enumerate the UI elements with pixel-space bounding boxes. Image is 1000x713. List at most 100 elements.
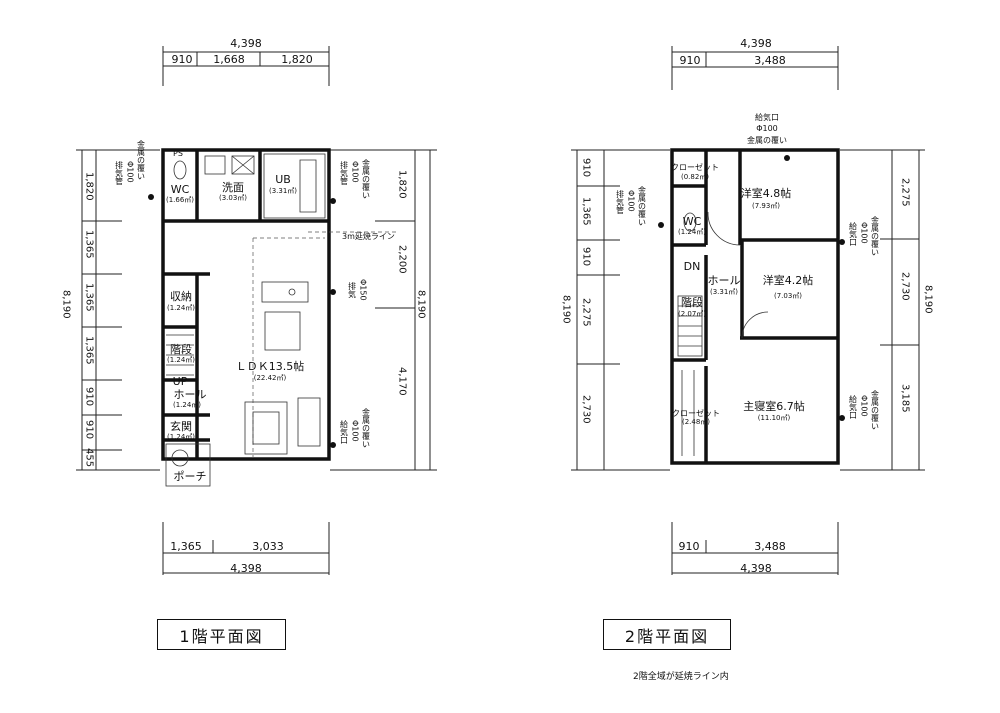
floor1-left-seg: 1,365 xyxy=(84,283,95,312)
floor2-top-seg: 3,488 xyxy=(754,54,786,67)
floor2-right-seg: 3,185 xyxy=(900,384,911,413)
floor2-left-total: 8,190 xyxy=(561,295,572,324)
floor2-left-seg: 1,365 xyxy=(581,197,592,226)
floor1-walls xyxy=(161,148,396,487)
floor2-note-right-mid: 金属の覆い xyxy=(871,215,880,256)
floor2-plan: 4,398 910 3,488 910 3,488 4,398 8,190 xyxy=(561,37,934,575)
floor2-room-name: 階段 xyxy=(681,295,703,309)
floor2-note-top: 金属の覆い xyxy=(747,135,787,145)
floor2-bottom-total: 4,398 xyxy=(740,562,772,575)
floor2-note-right-bottom: Φ100 xyxy=(860,395,869,417)
floor1-right-seg: 4,170 xyxy=(397,367,408,396)
floor2-caption: 2階平面図 xyxy=(603,619,731,650)
footnote: 2階全域が延焼ライン内 xyxy=(633,672,729,682)
floor2-room-name: WC xyxy=(683,215,702,228)
floor2-note-right-bottom: 給気口 xyxy=(849,394,858,419)
floor2-top-seg: 910 xyxy=(680,54,701,67)
floor1-note-right-top: 排気管 xyxy=(340,160,349,186)
floor2-left-seg: 910 xyxy=(581,247,592,266)
floor2-top-total: 4,398 xyxy=(740,37,772,50)
floor1-dims-left: 8,190 1,820 1,365 1,365 1,365 910 910 45… xyxy=(61,149,160,471)
floor1-right-seg: 2,200 xyxy=(397,245,408,274)
floor1-right-total: 8,190 xyxy=(416,290,427,319)
floor1-bottom-total: 4,398 xyxy=(230,562,262,575)
floor1-fire-line-label: 3m延焼ライン xyxy=(342,231,395,241)
floor1-room-area: (1.66㎡) xyxy=(166,196,194,204)
floor1-room-name: WC xyxy=(171,183,190,196)
floor2-room-name: 洋室4.2帖 xyxy=(763,273,814,287)
floor1-room-name: ホール xyxy=(174,388,207,401)
floor2-dims-bottom: 910 3,488 4,398 xyxy=(671,522,839,575)
floor1-top-total: 4,398 xyxy=(230,37,262,50)
floor2-room-area: (1.24㎡) xyxy=(678,228,706,236)
floor2-vent-notes: 給気口 Φ100 金属の覆い 排気管 Φ100 金属の覆い 給気口 Φ100 金… xyxy=(616,112,880,430)
floor2-room-area: (2.07㎡) xyxy=(678,310,706,318)
floor2-dims-right: 2,275 2,730 3,185 8,190 xyxy=(840,149,934,471)
floor2-note-top: 給気口 xyxy=(755,112,779,122)
floor1-dims-top: 4,398 910 1,668 1,820 xyxy=(162,37,330,86)
floor1-top-seg: 1,668 xyxy=(213,53,245,66)
floor1-left-total: 8,190 xyxy=(61,290,72,319)
floor1-room-name: UB xyxy=(275,173,291,186)
floor2-note-top: Φ100 xyxy=(756,124,778,133)
floor2-room-labels: クローゼット (0.82㎡) 洋室4.8帖 (7.93㎡) WC (1.24㎡)… xyxy=(671,162,813,426)
floor2-left-seg: 910 xyxy=(581,158,592,177)
floor2-note-left: Φ100 xyxy=(627,190,636,212)
floor2-room-area: (7.93㎡) xyxy=(752,202,780,210)
floor1-room-name: UP xyxy=(173,375,188,388)
floor1-room-area: (3.03㎡) xyxy=(219,194,247,202)
floor1-room-area: (22.42㎡) xyxy=(254,374,287,382)
floor1-left-seg: 1,820 xyxy=(84,172,95,201)
floor1-room-area: (3.31㎡) xyxy=(269,187,297,195)
floor2-note-left: 排気管 xyxy=(616,189,625,215)
floor1-note-left: Φ100 xyxy=(126,161,135,183)
floor2-note-left: 金属の覆い xyxy=(638,185,647,226)
floor1-room-name: 階段 xyxy=(170,342,192,356)
floor1-vent-notes: 排気管 Φ100 金属の覆い 排気管 Φ100 金属の覆い 排気 Φ150 給気… xyxy=(115,139,371,448)
floor1-room-name: 収納 xyxy=(170,290,192,303)
floor1-bottom-seg: 1,365 xyxy=(170,540,202,553)
floor1-left-seg: 910 xyxy=(84,420,95,439)
floor1-left-seg: 1,365 xyxy=(84,230,95,259)
floor1-room-name: ＬＤＫ13.5帖 xyxy=(236,360,305,373)
floor2-room-area: (7.03㎡) xyxy=(774,292,802,300)
floor2-room-area: (11.10㎡) xyxy=(758,414,791,422)
floor2-room-name: DN xyxy=(684,260,701,273)
floor2-dims-top: 4,398 910 3,488 xyxy=(671,37,839,90)
floor1-note-right-top: Φ100 xyxy=(351,161,360,183)
floor2-room-name: クローゼット xyxy=(671,162,719,172)
floor2-bottom-seg: 910 xyxy=(679,540,700,553)
floor2-right-seg: 2,730 xyxy=(900,272,911,301)
floor2-note-right-mid: Φ100 xyxy=(860,222,869,244)
floor1-left-seg: 910 xyxy=(84,387,95,406)
floor1-plan: 4,398 910 1,668 1,820 1,365 3,033 4,398 xyxy=(61,37,437,575)
floor2-note-right-mid: 給気口 xyxy=(849,221,858,246)
floor1-left-seg: 1,365 xyxy=(84,336,95,365)
floor2-room-name: 主寝室6.7帖 xyxy=(743,399,805,413)
floor1-right-seg: 1,820 xyxy=(397,170,408,199)
floor1-top-seg: 910 xyxy=(172,53,193,66)
floor2-note-right-bottom: 金属の覆い xyxy=(871,389,880,430)
floor1-dims-bottom: 1,365 3,033 4,398 xyxy=(162,522,330,575)
floor1-bottom-seg: 3,033 xyxy=(252,540,284,553)
floor2-left-seg: 2,730 xyxy=(581,395,592,424)
floor2-walls xyxy=(670,148,840,465)
floor1-note-right-mid: 排気 xyxy=(348,281,357,299)
floor1-room-area: (1.24㎡) xyxy=(167,304,195,312)
floor1-note-right-bottom: 金属の覆い xyxy=(362,407,371,448)
floor1-note-left: 排気管 xyxy=(115,160,124,186)
floor2-dims-left: 8,190 910 1,365 910 2,275 2,730 xyxy=(561,149,670,471)
floor1-top-seg: 1,820 xyxy=(281,53,313,66)
floor2-room-area: (3.31㎡) xyxy=(710,288,738,296)
floor2-room-area: (0.82㎡) xyxy=(681,173,709,181)
floor2-bottom-seg: 3,488 xyxy=(754,540,786,553)
floor1-room-area: (1.24㎡) xyxy=(167,356,195,364)
floor1-room-area: (1.24㎡) xyxy=(173,401,201,409)
floor1-note-right-mid: Φ150 xyxy=(359,279,368,301)
floor1-note-left: 金属の覆い xyxy=(137,139,146,180)
floor1-note-right-bottom: 給気口 xyxy=(340,419,349,444)
floor2-left-seg: 2,275 xyxy=(581,298,592,327)
floor1-dims-right: 1,820 2,200 4,170 8,190 xyxy=(330,149,437,471)
floor1-ps-label: PS xyxy=(173,149,183,158)
